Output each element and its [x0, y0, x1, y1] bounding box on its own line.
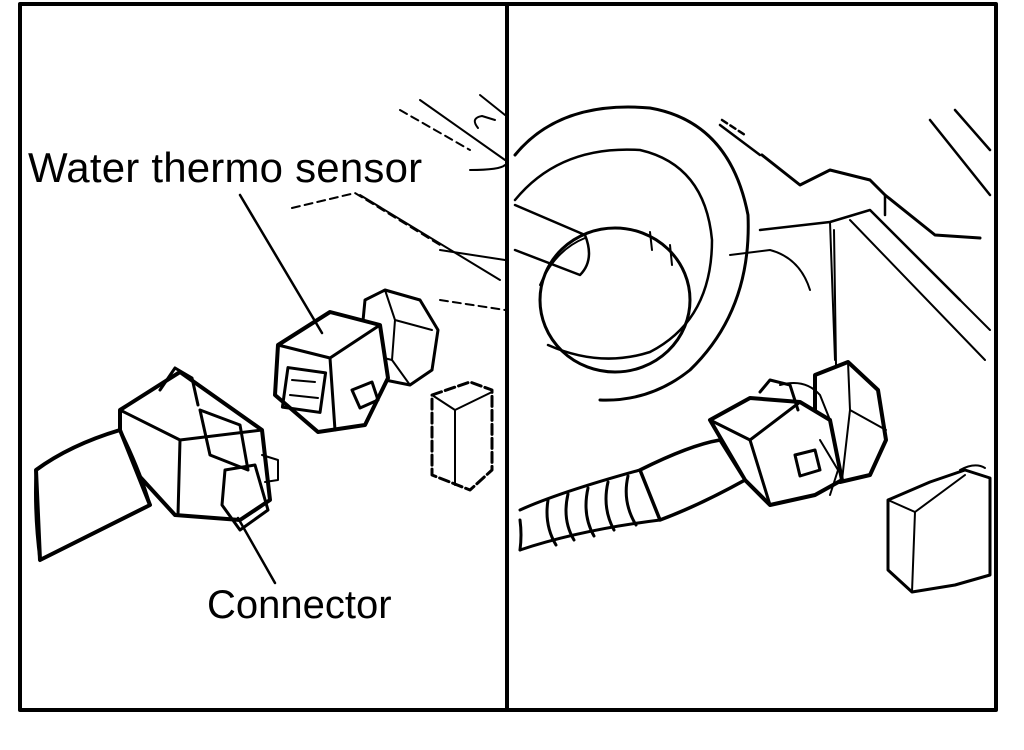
label-connector: Connector: [207, 583, 392, 627]
installed-connector: [708, 378, 844, 507]
right-panel-illustration: [513, 105, 992, 594]
pulley: [513, 105, 750, 402]
label-water-thermo-sensor: Water thermo sensor: [28, 144, 423, 191]
left-panel-illustration: [34, 94, 506, 585]
engine-background: [291, 94, 506, 311]
sensor-probe: [430, 380, 494, 492]
corrugated-cable: [518, 438, 747, 552]
sensor-center-line: [833, 229, 837, 366]
sensor-leader-line: [238, 193, 324, 335]
engine-block: [718, 108, 992, 361]
harness-cable: [34, 428, 152, 562]
installed-probe: [886, 464, 992, 594]
connector-leader-line: [236, 516, 277, 585]
sensor-plug-head: [273, 310, 390, 434]
